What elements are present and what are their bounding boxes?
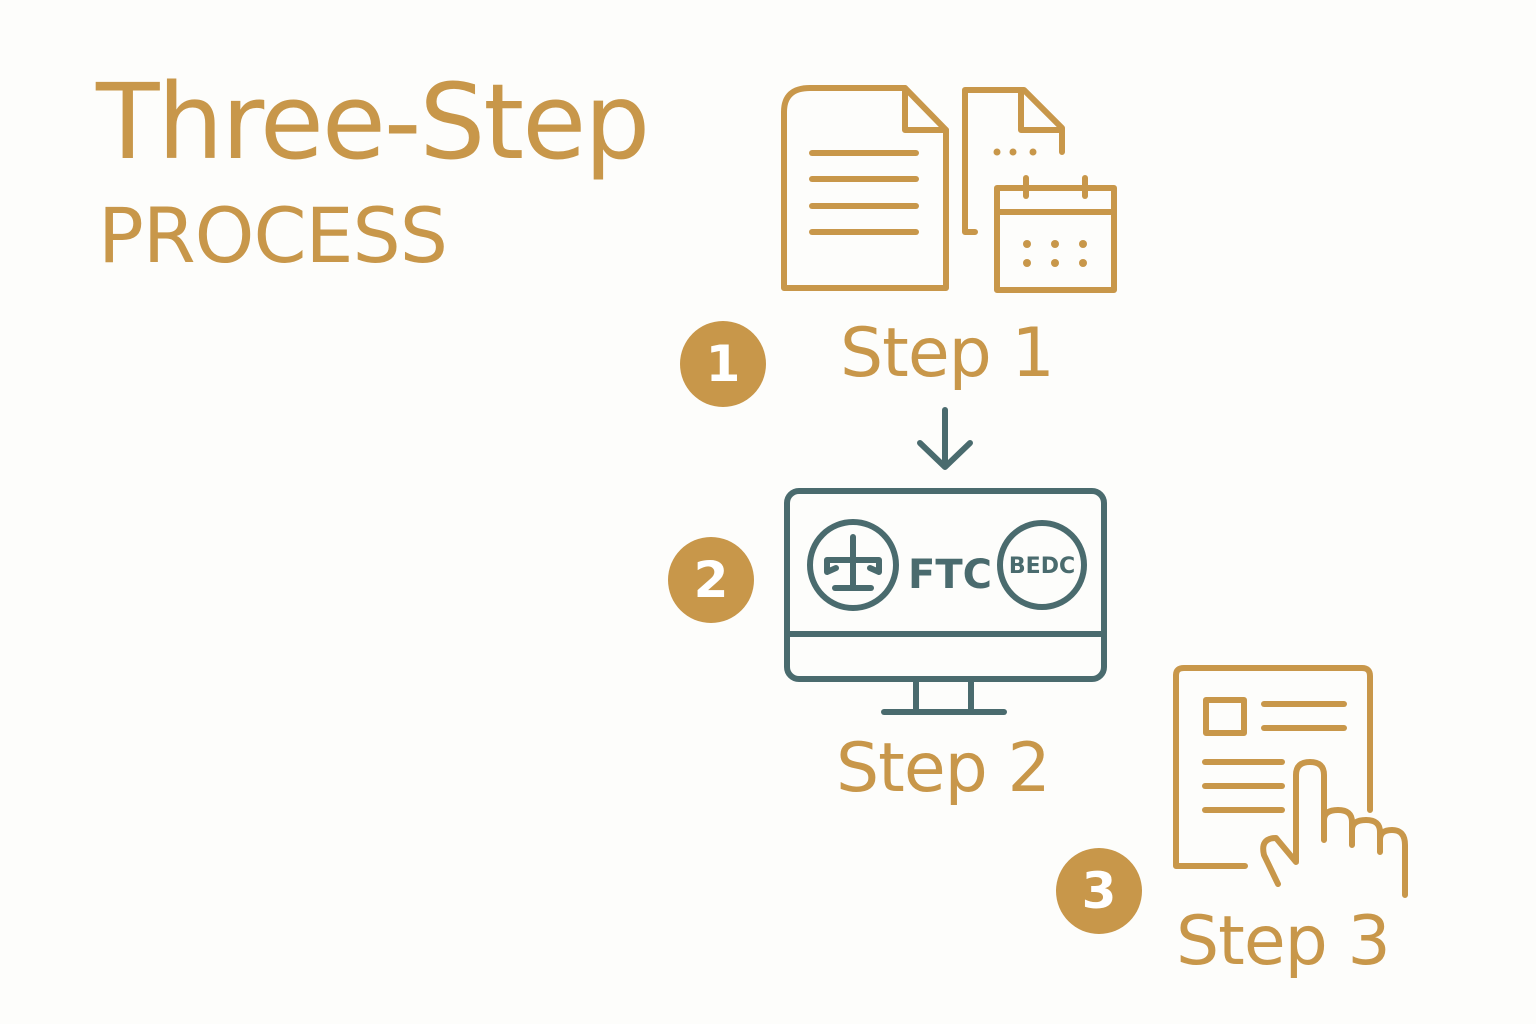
title: Three-Step [96, 61, 650, 183]
step-2-badge: 2 [668, 537, 754, 623]
step-3-badge: 3 [1056, 848, 1142, 934]
screen-text: FTC [908, 552, 992, 598]
scales-seal-icon [807, 519, 899, 611]
step-1-badge: 1 [680, 321, 766, 407]
step-1-label: Step 1 [840, 314, 1055, 393]
step-3-label: Step 3 [1176, 902, 1391, 981]
seal-text: BEDC [1009, 554, 1075, 579]
subtitle: PROCESS [98, 191, 448, 280]
step-2-label: Step 2 [836, 729, 1051, 808]
